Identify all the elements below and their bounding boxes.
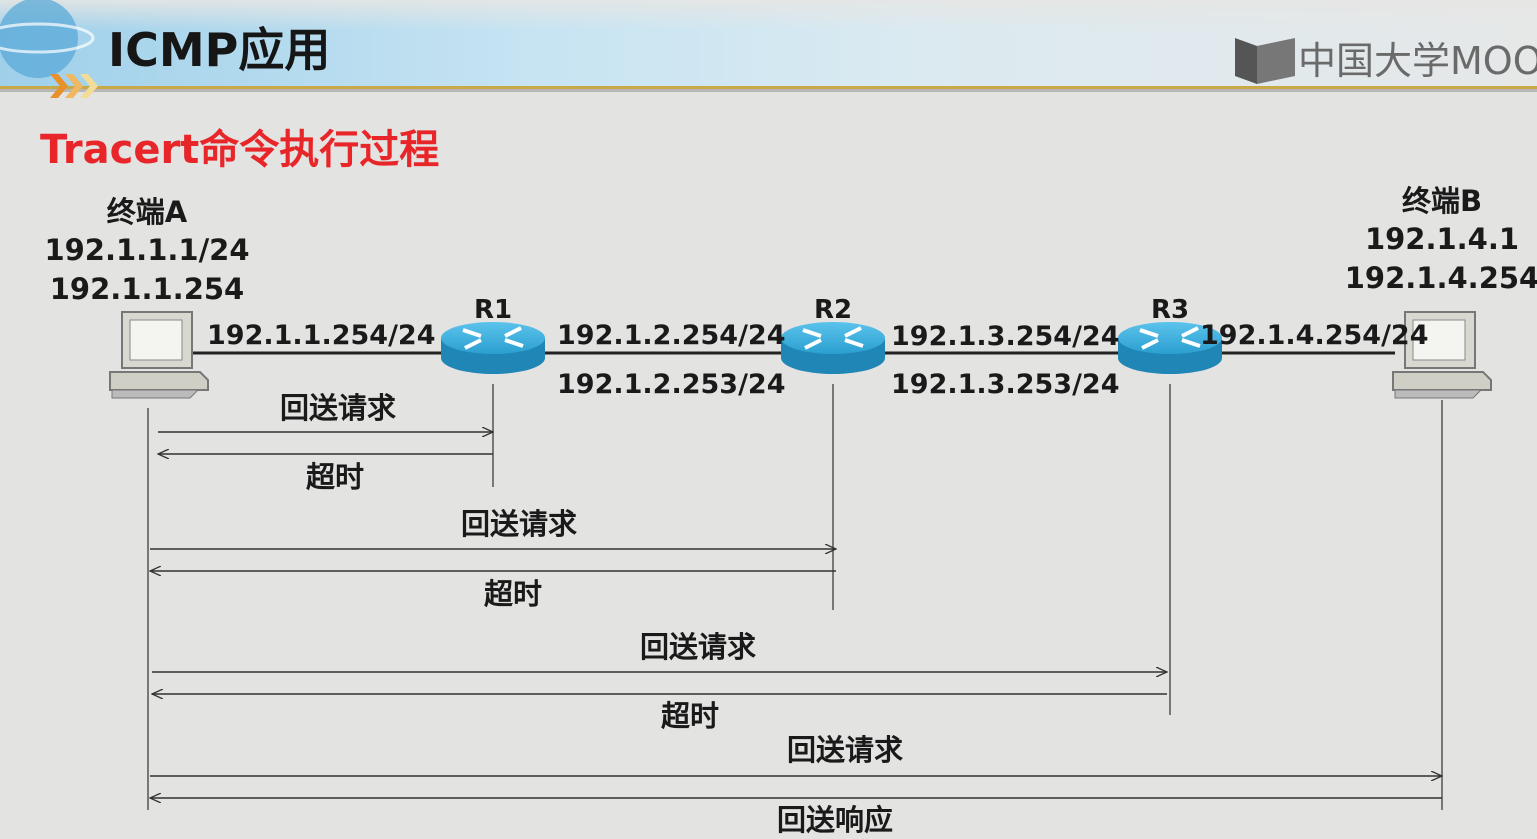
router-r1-icon <box>441 322 545 374</box>
router-r3-label: R3 <box>1151 295 1189 325</box>
subtitle: Tracert命令执行过程 <box>40 127 439 173</box>
reply-label-1: 超时 <box>306 460 364 494</box>
reply-label-2: 超时 <box>484 577 542 611</box>
computer-b-icon <box>1392 311 1492 399</box>
globe-icon <box>0 0 95 78</box>
reply-label-3: 超时 <box>661 699 719 733</box>
terminal-a-name: 终端A <box>107 195 188 229</box>
logo-text: 中国大学MOOC <box>1298 39 1537 83</box>
page-title: ICMP应用 <box>108 23 330 77</box>
request-label-3: 回送请求 <box>640 630 756 664</box>
header-banner: ICMP应用 中国大学MOOC <box>0 0 1537 98</box>
terminal-a-ip: 192.1.1.1/24 <box>44 233 249 267</box>
interface-r2-r1: 192.1.2.253/24 <box>557 369 786 400</box>
chevron-arrows-icon <box>50 74 98 98</box>
computer-a-icon <box>109 311 209 399</box>
terminal-b-ip: 192.1.4.1 <box>1365 222 1519 256</box>
router-r2-icon <box>781 322 885 374</box>
reply-label-4: 回送响应 <box>777 803 893 837</box>
interface-r1-r2: 192.1.2.254/24 <box>557 320 786 351</box>
router-r1-label: R1 <box>474 295 512 325</box>
router-r3-icon <box>1118 322 1222 374</box>
request-label-1: 回送请求 <box>280 391 396 425</box>
request-label-2: 回送请求 <box>461 507 577 541</box>
message-arrows <box>150 432 1442 798</box>
request-label-4: 回送请求 <box>787 733 903 767</box>
interface-r2-r3: 192.1.3.254/24 <box>891 321 1120 352</box>
interface-r3-b: 192.1.4.254/24 <box>1200 320 1429 351</box>
interface-r3-r2: 192.1.3.253/24 <box>891 369 1120 400</box>
terminal-b-name: 终端B <box>1402 184 1482 218</box>
interface-r1-a: 192.1.1.254/24 <box>207 320 436 351</box>
terminal-a-gateway: 192.1.1.254 <box>50 272 244 306</box>
terminal-b-gateway: 192.1.4.254 <box>1345 261 1537 295</box>
mooc-logo: 中国大学MOOC <box>1235 38 1537 84</box>
router-r2-label: R2 <box>814 295 852 325</box>
